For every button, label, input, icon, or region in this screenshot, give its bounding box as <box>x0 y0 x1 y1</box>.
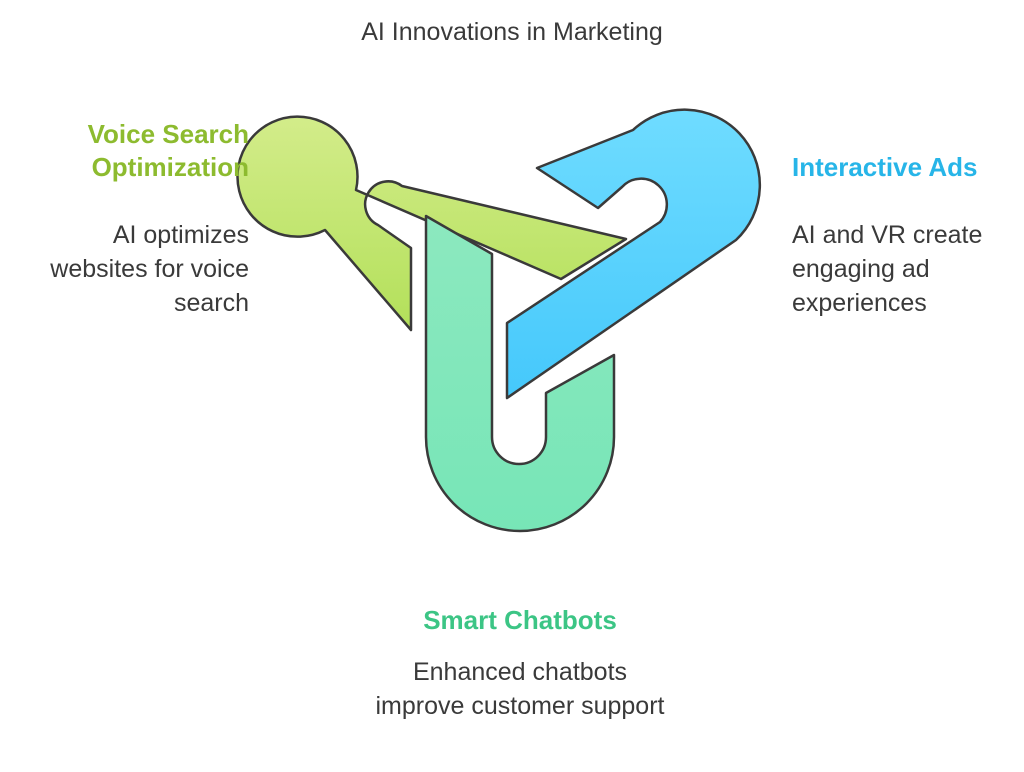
smart-chatbots-loop <box>424 214 616 533</box>
smart-chatbots-heading: Smart Chatbots <box>423 605 617 635</box>
interactive-ads-description: AI and VR create engaging ad experiences <box>792 221 983 317</box>
page-title: AI Innovations in Marketing <box>361 18 663 46</box>
smart-chatbots-description: Enhanced chatbots improve customer suppo… <box>375 658 665 720</box>
voice-search-loop <box>236 115 628 332</box>
voice-search-description: AI optimizes websites for voice search <box>50 221 249 317</box>
interactive-ads-heading: Interactive Ads <box>792 152 978 182</box>
interactive-ads-loop <box>505 108 762 400</box>
voice-search-heading: Voice Search Optimization <box>87 119 249 182</box>
